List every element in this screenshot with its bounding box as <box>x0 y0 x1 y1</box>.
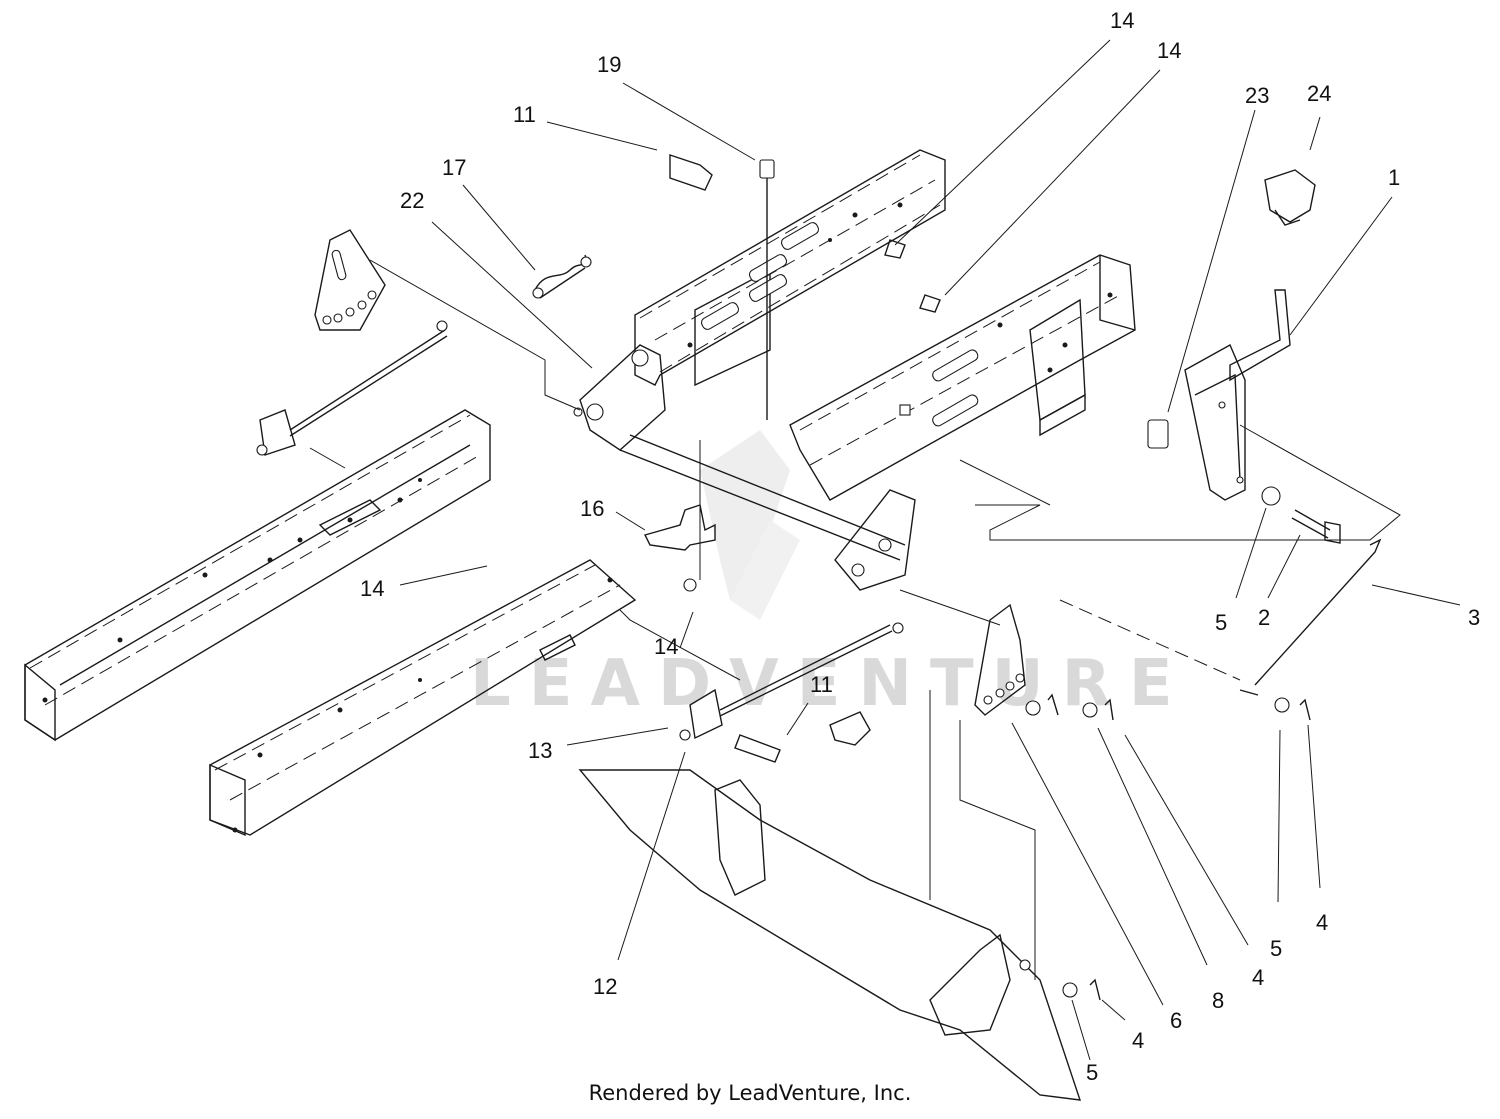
callout-16: 16 <box>580 496 604 521</box>
callout-5: 5 <box>1215 610 1227 635</box>
pivot-shaft-assembly <box>573 344 916 591</box>
callout-4: 4 <box>1316 910 1328 935</box>
upper-right-frame-channel <box>789 254 1136 501</box>
callout-17: 17 <box>442 155 466 180</box>
spring <box>532 254 592 299</box>
lower-lift-rod <box>679 622 904 763</box>
strap-bracket <box>643 504 716 592</box>
bolt-and-washer <box>1261 486 1341 544</box>
callout-3: 3 <box>1468 605 1480 630</box>
lower-frame-rail <box>209 559 637 837</box>
lift-arm-right <box>974 603 1114 721</box>
callout-labels: 14 14 19 11 17 22 23 24 1 16 14 14 5 2 3… <box>360 8 1480 1085</box>
leader-lines <box>399 39 1461 1061</box>
bolts-nuts-top <box>669 154 941 420</box>
callout-1: 1 <box>1388 165 1400 190</box>
callout-23: 23 <box>1245 83 1269 108</box>
callout-6: 6 <box>1170 1008 1182 1033</box>
callout-14: 14 <box>1110 8 1134 33</box>
spacer <box>1147 419 1169 449</box>
callout-14: 14 <box>360 576 384 601</box>
callout-8: 8 <box>1212 988 1224 1013</box>
callout-14: 14 <box>1157 38 1181 63</box>
lift-link-rod <box>1239 538 1382 721</box>
callout-24: 24 <box>1307 81 1331 106</box>
left-frame-rail <box>24 409 491 742</box>
callout-11: 11 <box>513 102 536 127</box>
deck-hanger <box>578 769 1101 1101</box>
callout-12: 12 <box>593 974 617 999</box>
callout-4: 4 <box>1252 965 1264 990</box>
left-lift-rod <box>256 320 448 456</box>
callout-13: 13 <box>528 738 552 763</box>
callout-19: 19 <box>597 52 621 77</box>
lift-arm-left <box>314 229 386 331</box>
callout-5: 5 <box>1270 936 1282 961</box>
render-credit-text: Rendered by LeadVenture, Inc. <box>588 1081 912 1105</box>
callout-5: 5 <box>1086 1060 1098 1085</box>
render-credit: Rendered by LeadVenture, Inc. <box>0 1081 1500 1105</box>
phantom-lines <box>309 259 1401 980</box>
callout-11: 11 <box>810 672 833 697</box>
callout-2: 2 <box>1258 605 1270 630</box>
lift-handle <box>1184 169 1316 501</box>
callout-4: 4 <box>1132 1028 1144 1053</box>
callout-22: 22 <box>400 188 424 213</box>
callout-14: 14 <box>654 634 678 659</box>
upper-frame-channel <box>634 149 946 387</box>
